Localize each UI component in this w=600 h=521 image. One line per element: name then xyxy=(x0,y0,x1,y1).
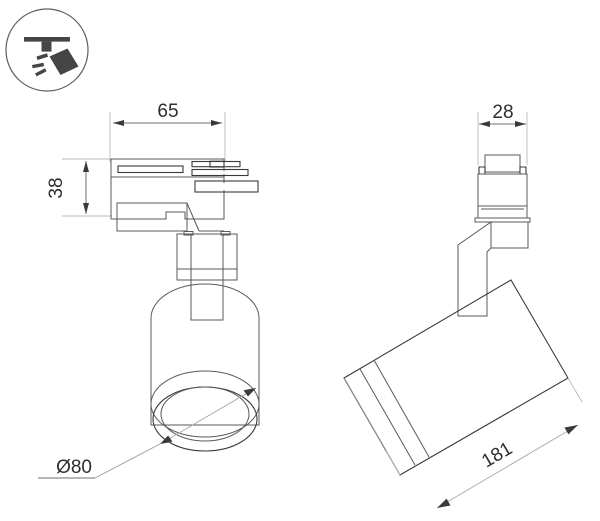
dimension-diameter-80-label: Ø80 xyxy=(56,457,92,478)
track-mounted-spotlight-icon xyxy=(5,8,89,92)
dimension-28-label: 28 xyxy=(492,102,513,123)
dimension-65: 65 xyxy=(113,101,222,126)
front-view-cylinder-body xyxy=(150,283,260,452)
dimension-65-label: 65 xyxy=(157,101,178,122)
dimension-diameter-80: Ø80 xyxy=(38,387,257,479)
front-view-extension-lines xyxy=(62,112,226,217)
dimension-181-label: 181 xyxy=(478,438,516,472)
side-view-tilted-cylinder xyxy=(343,279,569,476)
front-view-stem xyxy=(176,231,238,321)
side-view-extension-lines xyxy=(477,112,528,165)
side-view-arm xyxy=(457,221,492,317)
dimension-181: 181 xyxy=(385,377,583,509)
side-view-track-adapter xyxy=(474,154,531,249)
dimension-38: 38 xyxy=(46,161,89,214)
dimension-38-label: 38 xyxy=(46,177,67,198)
dimension-28: 28 xyxy=(479,102,526,127)
front-view-track-adapter xyxy=(110,158,259,232)
